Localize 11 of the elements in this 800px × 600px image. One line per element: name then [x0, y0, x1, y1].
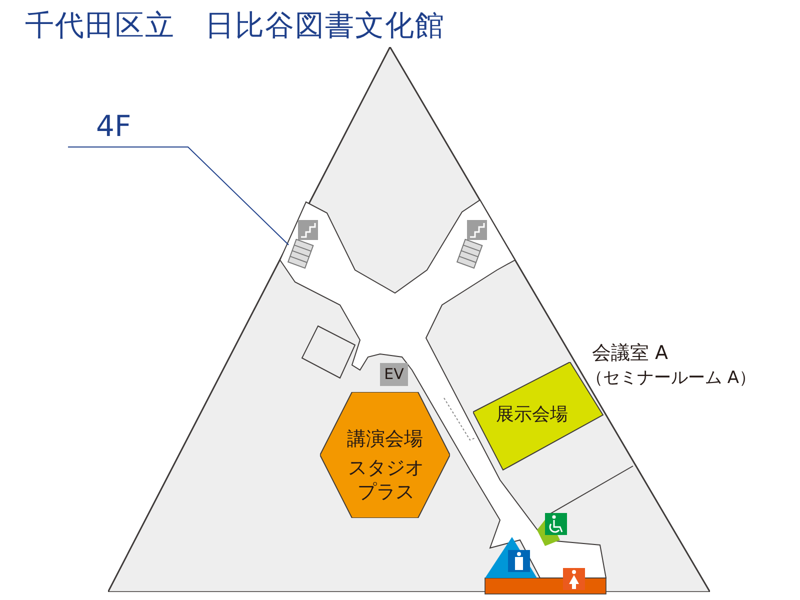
leader-line: [68, 146, 290, 246]
hall-hexagon: [320, 392, 450, 518]
floor-label: 4F: [68, 108, 188, 147]
room-label: 会議室 A: [592, 341, 668, 366]
title: 千代田区立 日比谷図書文化館: [25, 7, 445, 44]
room-name: 展示会場: [496, 403, 568, 426]
room-label: （セミナールーム A）: [586, 367, 756, 389]
elevator-box: EV: [380, 363, 408, 386]
room-name: スタジオプラス: [348, 456, 424, 504]
exhibition-band: [473, 362, 604, 471]
room-name: 講演会場: [346, 427, 424, 452]
